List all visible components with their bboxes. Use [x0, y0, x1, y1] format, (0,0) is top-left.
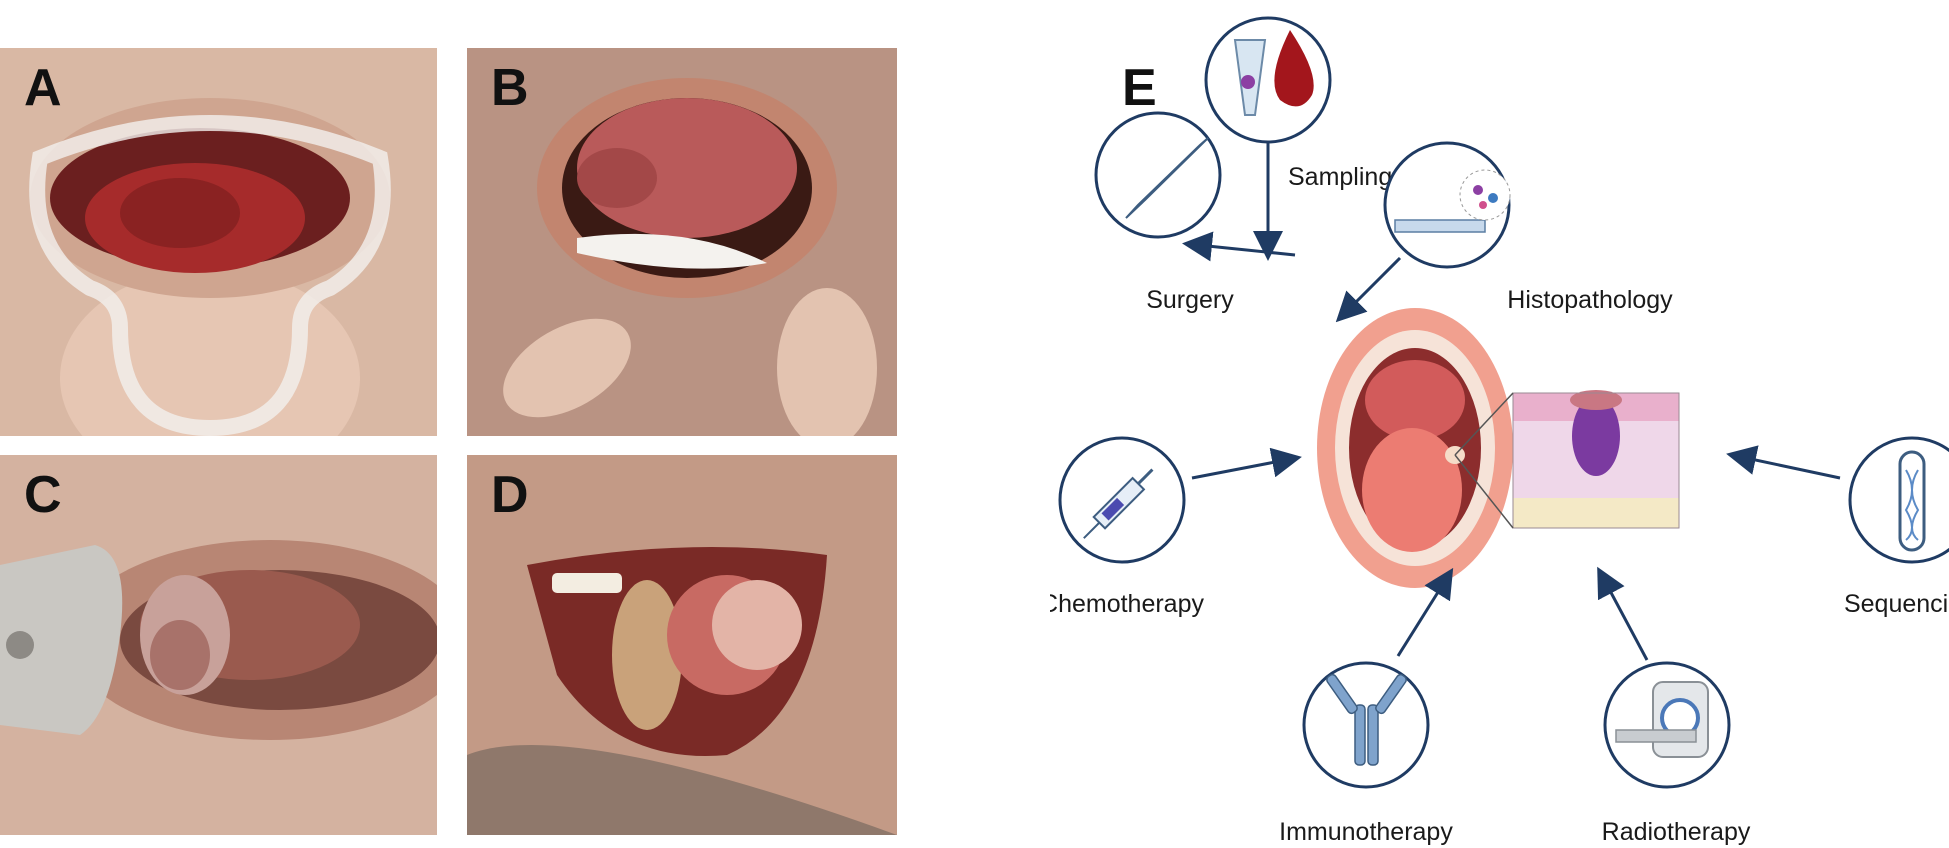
svg-text:Sampling: Sampling — [1288, 163, 1392, 191]
node-radiotherapy: Radiotherapy — [1597, 566, 1751, 846]
panel-label-c: C — [24, 466, 62, 524]
panel-label-a: A — [24, 59, 62, 117]
treatment-diagram: E Sampling Surgery — [1050, 16, 1949, 846]
node-immunotherapy: Immunotherapy — [1279, 567, 1453, 846]
node-chemotherapy: Chemotherapy — [1050, 436, 1302, 618]
node-sampling: Sampling — [1204, 16, 1392, 261]
mouth-illustration — [1317, 308, 1513, 588]
photo-panel-a: A — [0, 48, 437, 436]
tissue-cross-section — [1512, 390, 1680, 529]
antibody-icon — [1326, 673, 1407, 766]
microscope-slide-icon — [1394, 219, 1486, 233]
svg-text:Surgery: Surgery — [1146, 286, 1234, 314]
blood-drop-icon — [1274, 30, 1314, 107]
dna-tube-icon — [1898, 450, 1926, 552]
svg-text:Radiotherapy: Radiotherapy — [1602, 818, 1751, 846]
svg-text:Histopathology: Histopathology — [1507, 286, 1673, 314]
syringe-icon — [1083, 468, 1154, 539]
svg-text:Chemotherapy: Chemotherapy — [1050, 590, 1204, 618]
node-surgery: Surgery — [1094, 111, 1296, 314]
panel-label-d: D — [491, 466, 529, 524]
photo-panel-d: D — [467, 455, 897, 835]
svg-text:Sequencing: Sequencing — [1844, 590, 1949, 618]
zoom-line-bottom — [1454, 454, 1514, 529]
panel-label-b: B — [491, 59, 529, 117]
photo-panel-c: C — [0, 455, 437, 835]
photo-panel-b: B — [467, 48, 897, 436]
node-sequencing: Sequencing — [1726, 436, 1949, 618]
ct-scanner-icon — [1615, 681, 1709, 758]
panel-label-e: E — [1122, 59, 1157, 117]
node-histopathology: Histopathology — [1335, 141, 1673, 323]
zoom-line-top — [1454, 392, 1514, 456]
scalpel-icon — [1125, 137, 1209, 219]
svg-text:Immunotherapy: Immunotherapy — [1279, 818, 1453, 846]
